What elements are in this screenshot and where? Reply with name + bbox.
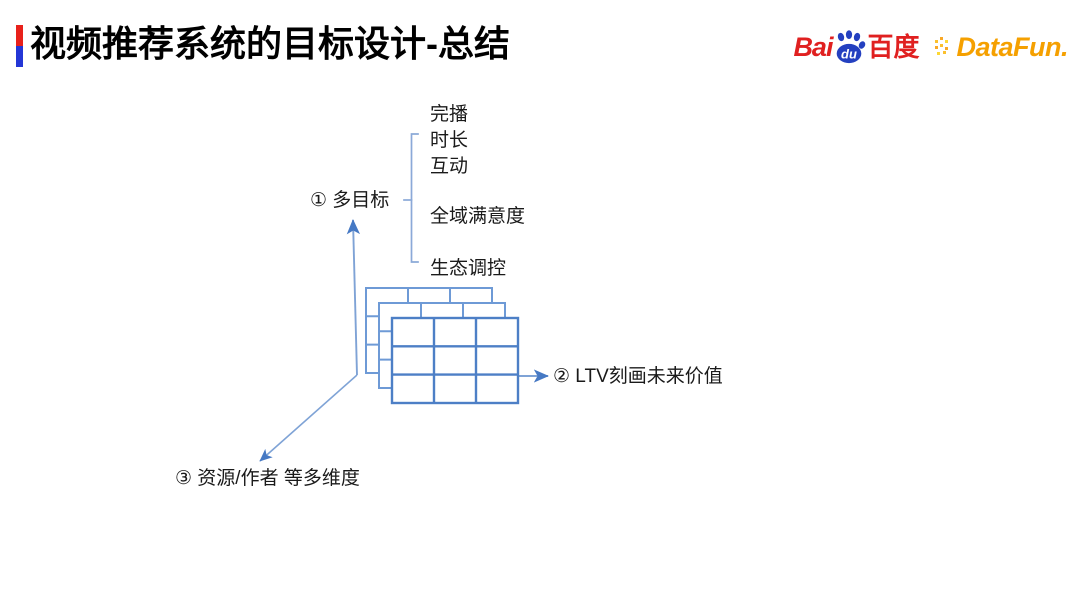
page-title: 视频推荐系统的目标设计-总结 [30,23,510,64]
slide-header: 视频推荐系统的目标设计-总结 Bai du 百度 [0,0,1080,88]
datafun-logo: DataFun. [935,30,1068,64]
baidu-hanzi-text: 百度 [867,32,920,62]
datafun-dots-icon [935,36,955,58]
branch-label-0: 完播 [430,104,469,125]
label-dimensions: ③ 资源/作者 等多维度 [175,468,360,489]
label-multi-objective: ① 多目标 [310,190,390,211]
branch-label-3: 全域满意度 [430,206,526,227]
branch-label-list: 完播 时长 互动 全域满意度 生态调控 [430,102,525,282]
baidu-latin-text: Bai [793,32,833,62]
label-ltv: ② LTV刻画未来价值 [553,366,723,387]
branch-label-2: 互动 [430,156,469,177]
stacked-grid-back [365,287,493,374]
branch-spacer-1 [430,180,525,204]
arrow-up-to-multi-objective [346,219,361,376]
title-accent-bar [16,25,23,67]
arrow-down-left-to-dimensions [259,374,358,462]
branch-spacer-2 [430,230,525,256]
datafun-word-text: DataFun. [956,32,1068,62]
logo-group: Bai du 百度 [793,26,1068,68]
svg-text:du: du [842,47,858,62]
brace-multi-objective [403,133,419,263]
stacked-grid-middle [378,302,506,389]
branch-label-1: 时长 [430,130,469,151]
baidu-paw-icon: du [832,30,866,64]
diagram-area: ① 多目标 完播 时长 互动 全域满意度 生态调控 ② LTV刻画未来价值 ③ … [0,88,1080,608]
baidu-logo: Bai du 百度 [793,30,919,64]
branch-label-4: 生态调控 [430,258,507,279]
diagram-vector-overlay [259,133,549,462]
stacked-grid-front [390,316,520,405]
